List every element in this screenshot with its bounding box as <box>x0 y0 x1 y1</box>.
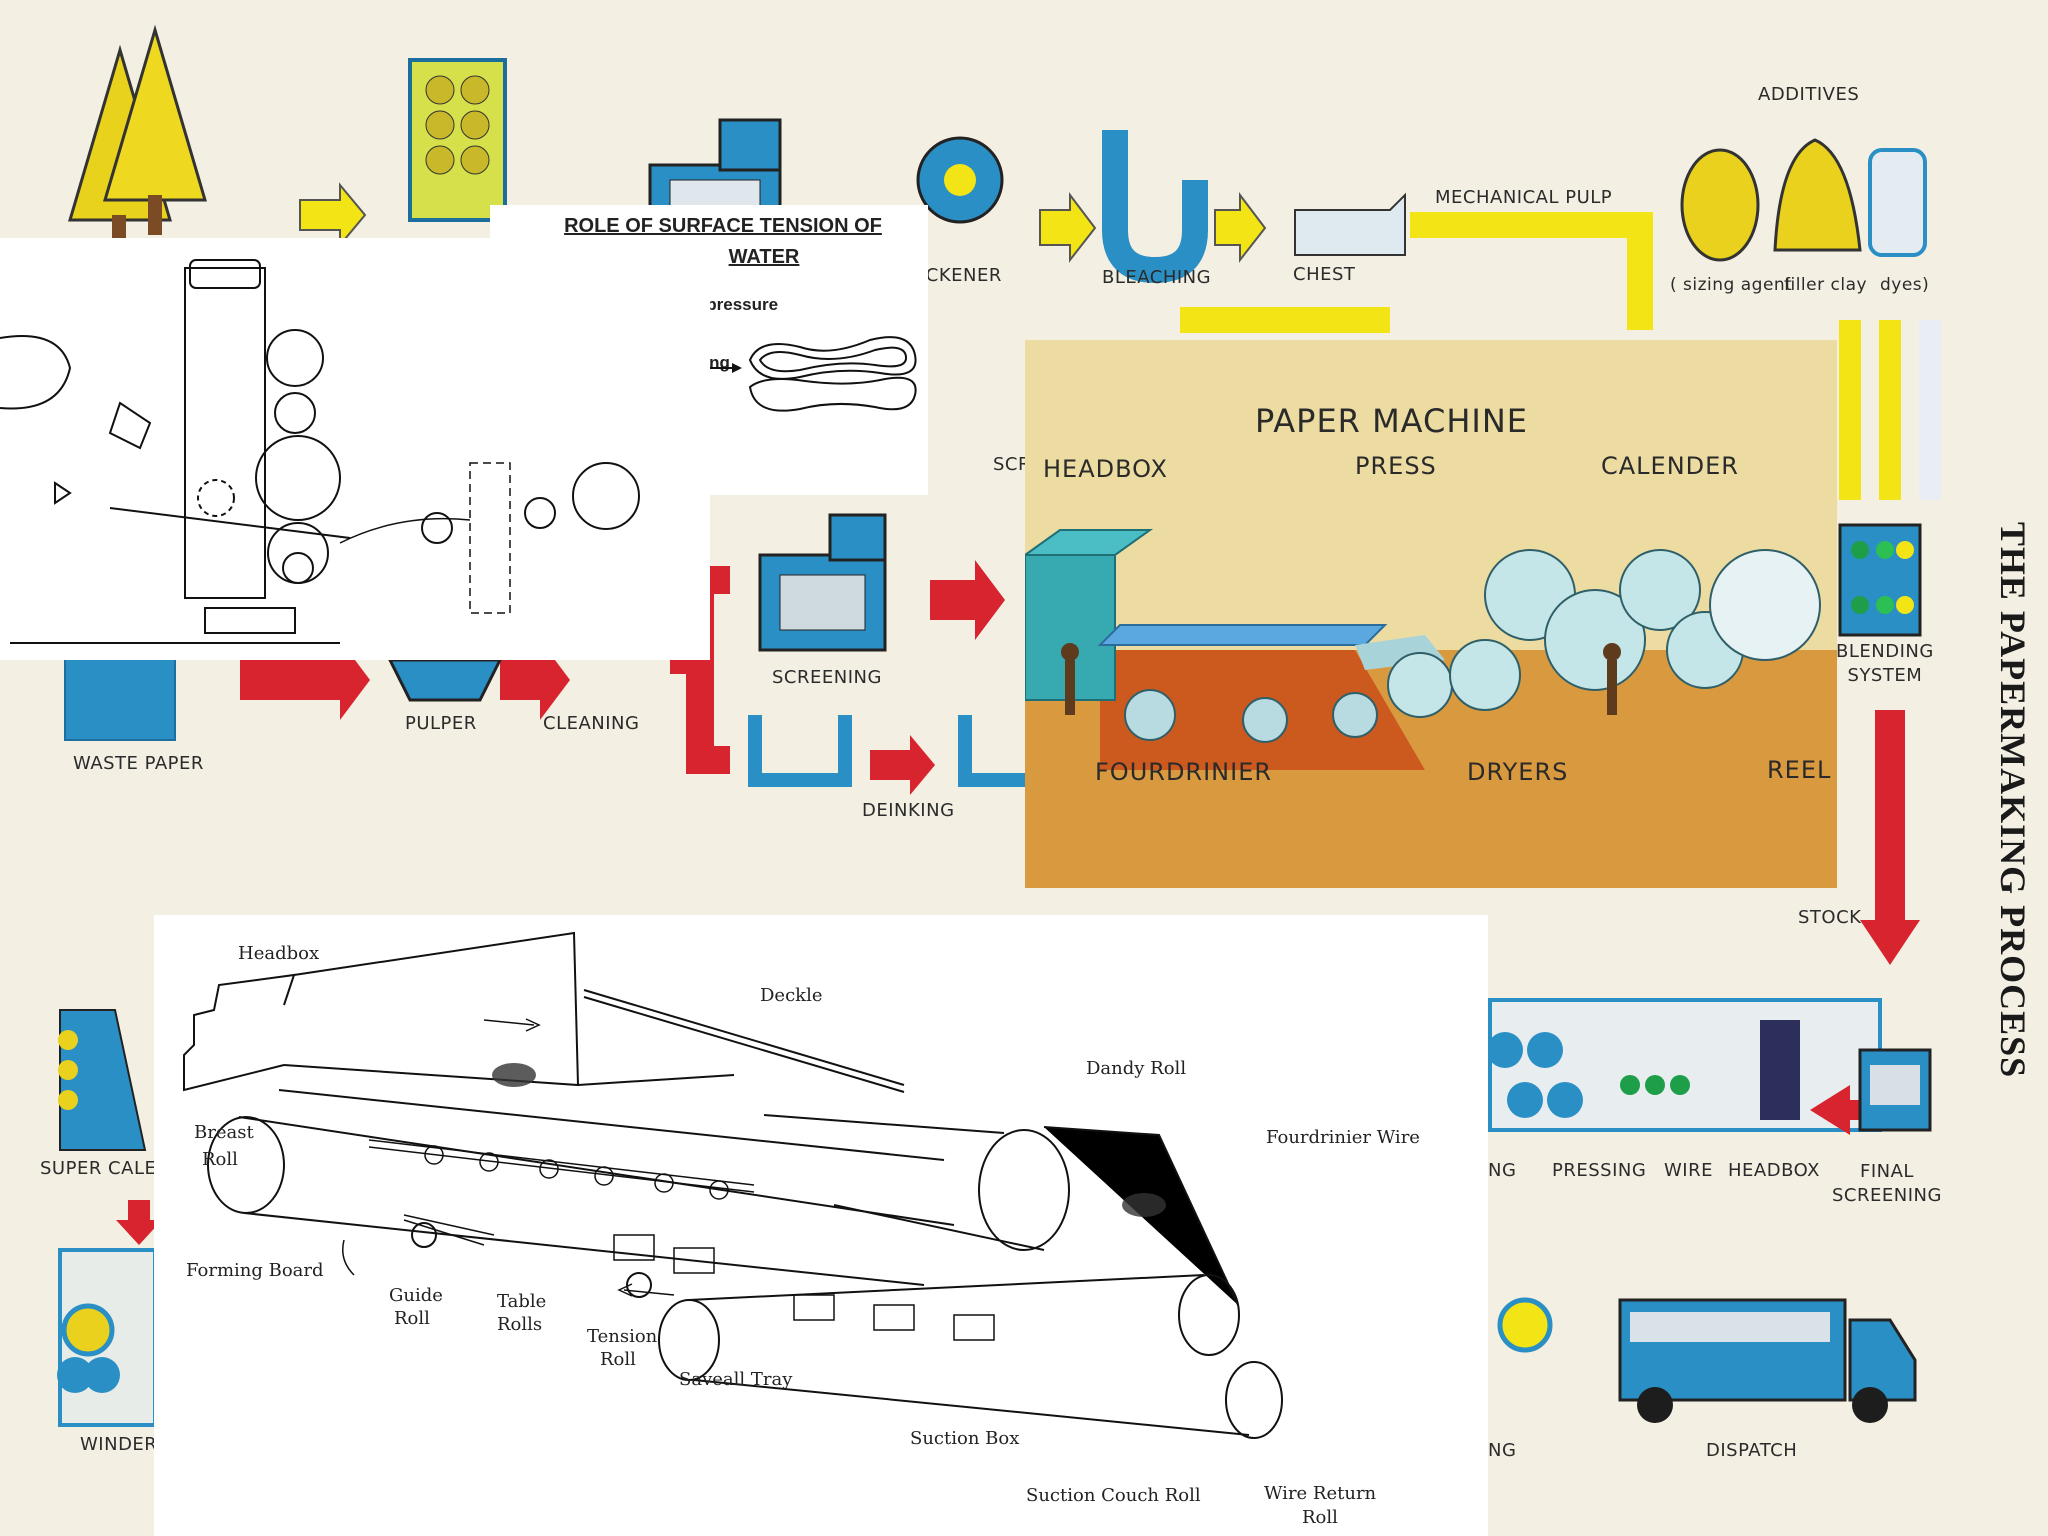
cleaning-label: CLEANING <box>543 713 640 734</box>
fd-suction-couch-roll-label: Suction Couch Roll <box>1026 1485 1201 1506</box>
mechanical-pulp-line <box>1410 212 1653 330</box>
side-title: THE PAPERMAKING PROCESS <box>1990 440 2036 1160</box>
deinking-icon <box>748 715 1025 787</box>
final-screening-icon <box>1858 1048 1932 1132</box>
paper-machine-title: PAPER MACHINE <box>1255 402 1528 440</box>
sizing-agent-label: ( sizing agent <box>1670 275 1793 295</box>
trees-icon <box>67 24 208 245</box>
pulper-label: PULPER <box>405 713 477 734</box>
pm-fourdrinier-label: FOURDRINIER <box>1095 758 1273 786</box>
stock-arrow <box>1860 710 1920 965</box>
wire-label: WIRE <box>1664 1160 1713 1181</box>
fd-deckle-label: Deckle <box>760 985 823 1006</box>
super-calender-icon <box>58 1009 147 1151</box>
winder-icon <box>57 1248 157 1427</box>
waste-paper-icon <box>64 649 176 741</box>
fd-wire-return-roll-label-1: Wire Return <box>1264 1483 1377 1504</box>
fd-table-rolls-label-1: Table <box>497 1291 547 1312</box>
blending-system-label: BLENDING SYSTEM <box>1836 641 1934 686</box>
fd-tension-roll-label-1: Tension <box>587 1326 658 1347</box>
dispatch-truck-icon <box>1618 1298 1917 1423</box>
fd-tension-roll-label-2: Roll <box>600 1349 636 1370</box>
paper-machine-illustration <box>1025 529 1837 888</box>
machine-line-drawing-panel <box>0 238 710 660</box>
pressing-label: PRESSING <box>1552 1160 1647 1181</box>
ng-label-1: NG <box>1488 1160 1517 1181</box>
pm-calender-label: CALENDER <box>1601 452 1739 480</box>
additive-arrows <box>1839 320 1941 500</box>
chest-label: CHEST <box>1293 264 1356 285</box>
super-calender-label: SUPER CALE <box>40 1158 157 1179</box>
flow-arrow <box>500 640 570 720</box>
flow-arrow <box>870 735 935 795</box>
dyes-label: dyes) <box>1880 275 1930 295</box>
bleaching-icon <box>1102 130 1208 284</box>
headbox-label: HEADBOX <box>1728 1160 1820 1181</box>
flow-arrow <box>930 560 1005 640</box>
screening-icon <box>758 513 887 652</box>
flow-arrow <box>299 182 367 248</box>
additives-label: ADDITIVES <box>1758 84 1860 105</box>
winder-label: WINDER <box>80 1434 158 1455</box>
final-screening-label: FINAL SCREENING <box>1832 1161 1942 1206</box>
mechanical-pulp-label: MECHANICAL PULP <box>1435 187 1613 208</box>
paper-machine-panel: PAPER MACHINE HEADBOX PRESS CALENDER FOU… <box>1025 340 1837 888</box>
pulper-icon <box>387 658 503 702</box>
screening-label: SCREENING <box>772 667 882 688</box>
flow-arrow <box>1039 192 1097 263</box>
drum-icon <box>916 136 1004 224</box>
fourdrinier-diagram <box>183 931 1283 1439</box>
fd-wire-return-roll-label-2: Roll <box>1302 1507 1338 1528</box>
flow-arrow <box>116 1200 162 1245</box>
fd-table-rolls-label-2: Rolls <box>497 1314 543 1335</box>
flow-arrow <box>240 640 370 720</box>
pm-press-label: PRESS <box>1355 452 1437 480</box>
fd-forming-board-label: Forming Board <box>186 1260 324 1281</box>
bleaching-label: BLEACHING <box>1102 267 1212 288</box>
fd-breast-roll-label-1: Breast <box>194 1122 254 1143</box>
scr-label: SCR <box>993 454 1032 475</box>
deinking-label: DEINKING <box>862 800 955 821</box>
machine-line-drawing <box>0 238 710 660</box>
filler-clay-label: filler clay <box>1784 275 1868 295</box>
thickener-label: ICKENER <box>920 265 1002 286</box>
drying-fibers-illustration <box>670 336 917 412</box>
fd-fourdrinier-wire-label: Fourdrinier Wire <box>1266 1127 1420 1148</box>
fourdrinier-diagram-panel: Headbox Deckle Dandy Roll Fourdrinier Wi… <box>154 915 1488 1536</box>
ng-label-2: NG <box>1488 1440 1517 1461</box>
fd-breast-roll-label-2: Roll <box>202 1149 238 1170</box>
flow-arrow <box>1214 192 1267 263</box>
flow-arrow <box>1810 1085 1900 1135</box>
surface-tension-title: ROLE OF SURFACE TENSION OF WATER <box>490 211 928 273</box>
fd-guide-roll-label-1: Guide <box>389 1285 443 1306</box>
waste-paper-label: WASTE PAPER <box>73 753 204 774</box>
title-line-2: WATER <box>728 246 800 268</box>
side-title-text: THE PAPERMAKING PROCESS <box>1993 521 2033 1079</box>
title-line-1: ROLE OF SURFACE TENSION OF <box>564 215 882 237</box>
fd-dandy-roll-label: Dandy Roll <box>1086 1058 1187 1079</box>
pm-headbox-label: HEADBOX <box>1043 455 1168 483</box>
pm-reel-label: REEL <box>1767 756 1832 784</box>
additives-icon <box>1680 138 1927 262</box>
blending-system-icon <box>1838 523 1922 637</box>
chest-icon <box>1294 192 1406 256</box>
fd-suction-box-label: Suction Box <box>910 1428 1020 1449</box>
dispatch-label: DISPATCH <box>1706 1440 1798 1461</box>
fd-guide-roll-label-2: Roll <box>394 1308 430 1329</box>
fd-saveall-tray-label: Saveall Tray <box>679 1369 793 1390</box>
reel-icon <box>1497 1297 1553 1353</box>
log-stack-icon <box>408 58 507 222</box>
fd-headbox-label: Headbox <box>238 943 320 964</box>
pm-dryers-label: DRYERS <box>1467 758 1569 786</box>
stock-label: STOCK <box>1798 907 1862 928</box>
